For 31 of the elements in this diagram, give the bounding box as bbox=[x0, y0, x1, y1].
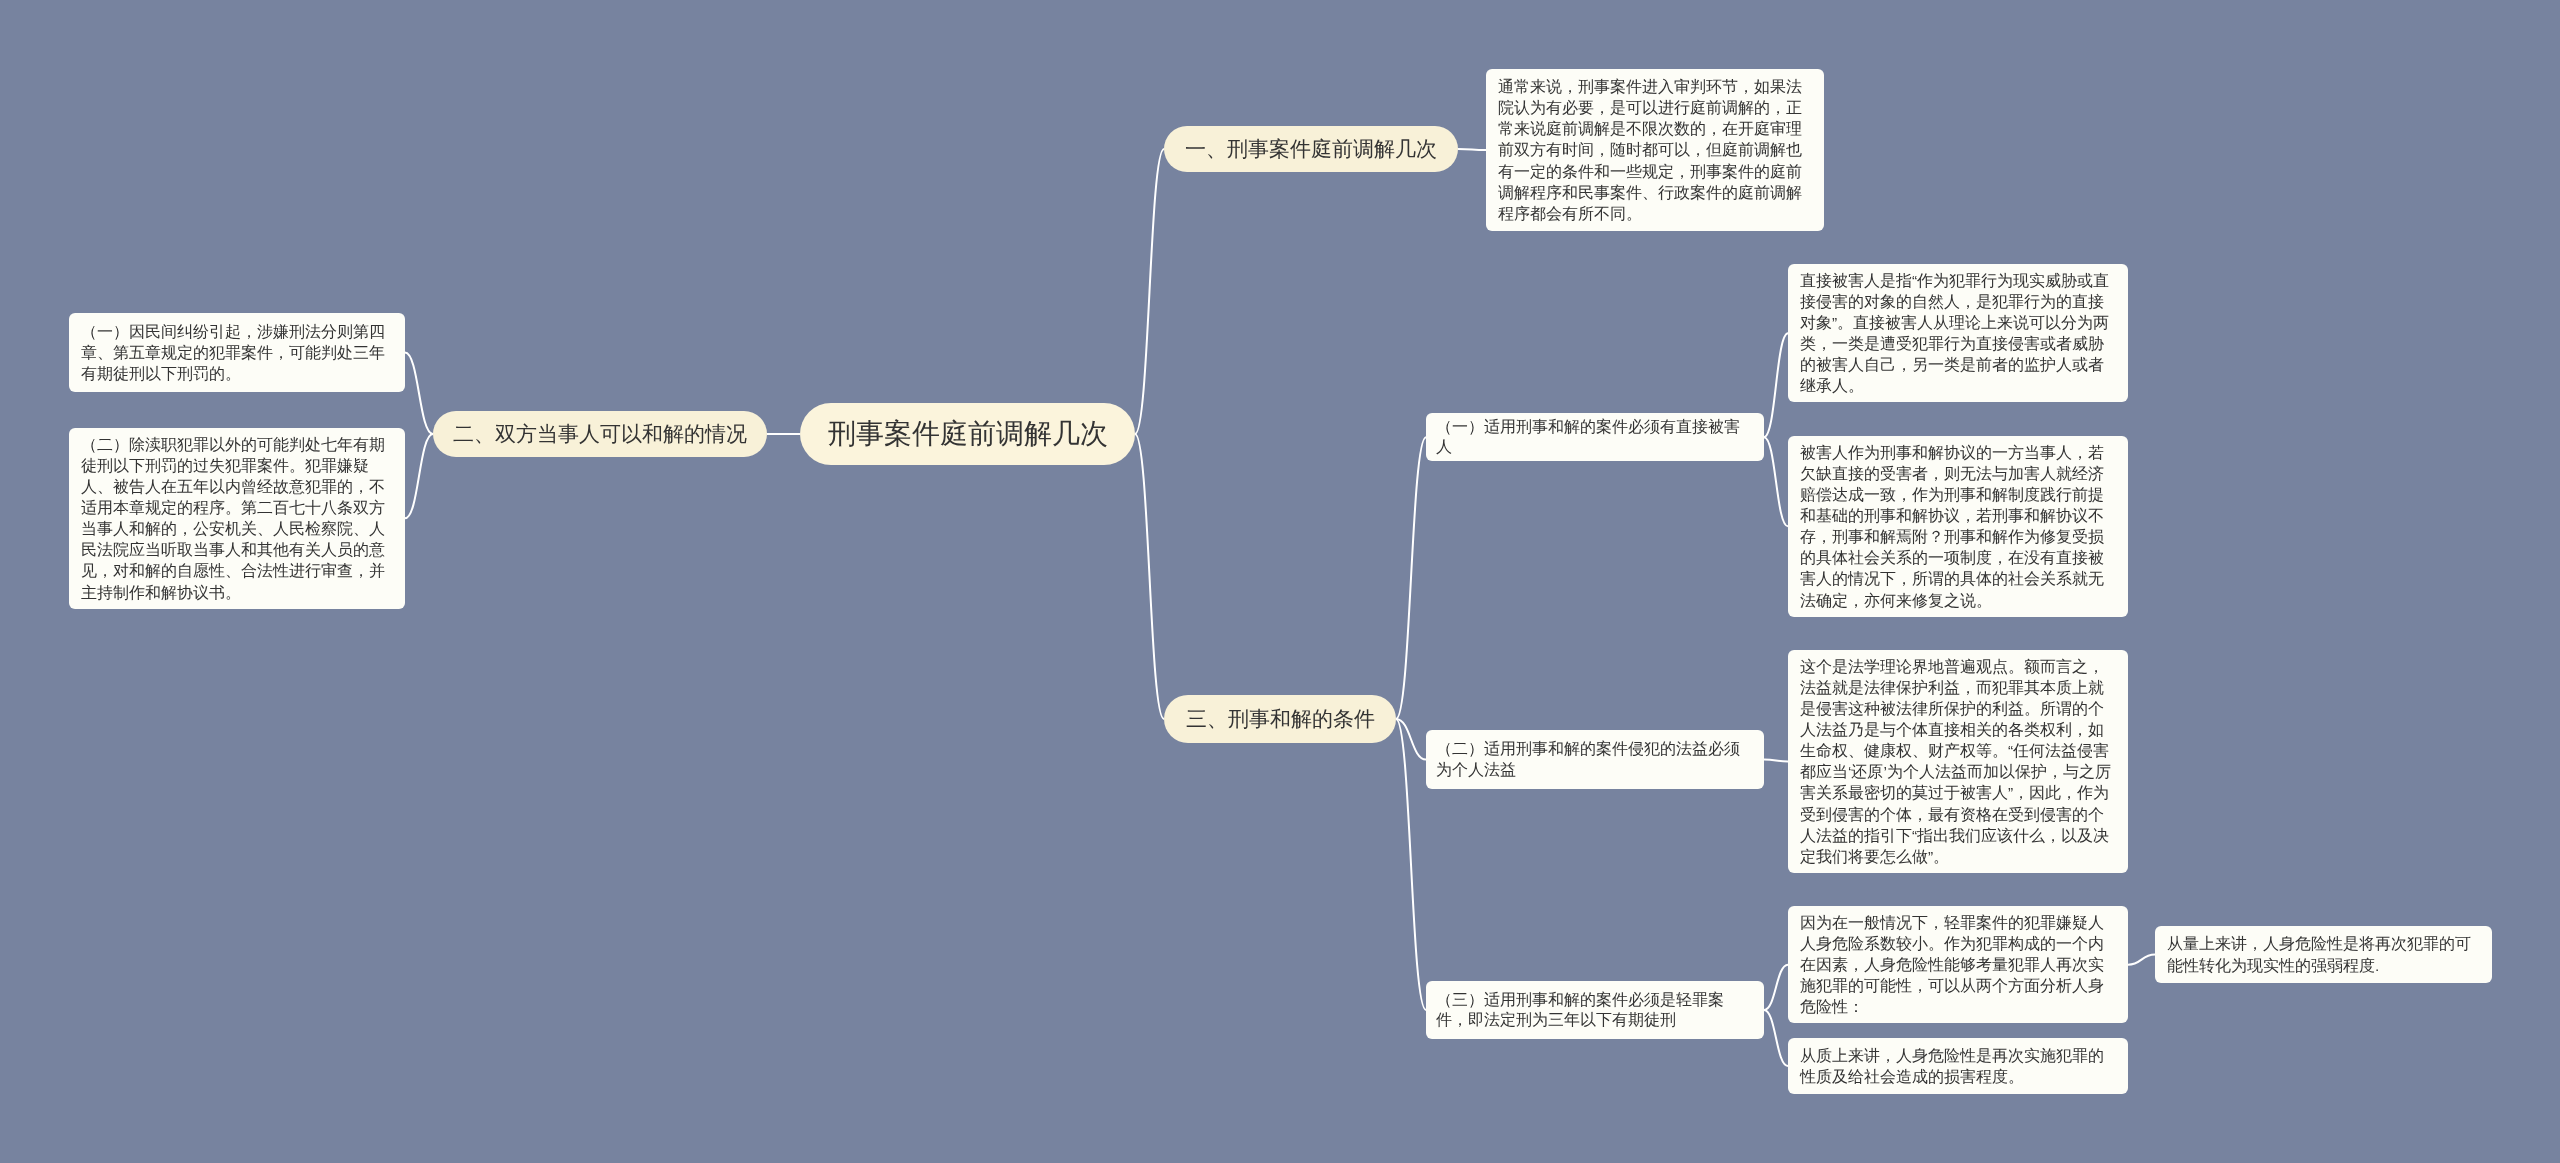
connector-line bbox=[1763, 332, 1789, 439]
connector-line bbox=[1763, 1009, 1789, 1067]
connector-line bbox=[1457, 148, 1487, 151]
note-card: 这个是法学理论界地普遍观点。额而言之，法益就是法律保护利益，而犯罪其本质上就是侵害这种被法律所保护的利益。所谓的个人法益乃是与个体直接相关的各类权利，如生命权、健康权、财产权等。“任何法益侵害都应当‘还原’为个人法益而加以保护，与之厉害关系最密切的莫过于被害人”，因此，作为受到侵害的个体，最有资格在受到侵害的个人法益的指引下“指出我们应该什么，以及决定我们将要怎么做”。 bbox=[1788, 650, 2128, 873]
connector-line bbox=[1763, 436, 1789, 528]
note-card: 被害人作为刑事和解协议的一方当事人，若欠缺直接的受害者，则无法与加害人就经济赔偿达成一致，作为刑事和解制度践行前提和基础的刑事和解协议，若刑事和解协议不存，刑事和解焉附？刑事和解作为修复受损的具体社会关系的一项制度，在没有直接被害人的情况下，所谓的具体的社会关系就无法确定，亦何来修复之说。 bbox=[1788, 436, 2128, 617]
connector-line bbox=[1763, 963, 1789, 1011]
connector-line bbox=[1763, 758, 1789, 763]
topic-pill: 一、刑事案件庭前调解几次 bbox=[1164, 126, 1458, 172]
connector-line bbox=[766, 433, 801, 435]
note-card: （二）除渎职犯罪以外的可能判处七年有期徒刑以下刑罚的过失犯罪案件。犯罪嫌疑人、被告人在五年以内曾经故意犯罪的，不适用本章规定的程序。第二百七十八条双方当事人和解的，公安机关、人民检察院、人民法院应当听取当事人和其他有关人员的意见，对和解的自愿性、合法性进行审查，并主持制作和解协议书。 bbox=[69, 428, 405, 609]
connector-line bbox=[1134, 433, 1165, 720]
note-card: （一）因民间纠纷引起，涉嫌刑法分则第四章、第五章规定的犯罪案件，可能判处三年有期徒刑以下刑罚的。 bbox=[69, 313, 405, 392]
note-card: 从量上来讲，人身危险性是将再次犯罪的可能性转化为现实性的强弱程度. bbox=[2155, 926, 2492, 983]
connector-line bbox=[1395, 436, 1427, 720]
topic-pill: 三、刑事和解的条件 bbox=[1164, 695, 1396, 743]
note-card: 通常来说，刑事案件进入审判环节，如果法院认为有必要，是可以进行庭前调解的，正常来说庭前调解是不限次数的，在开庭审理前双方有时间，随时都可以，但庭前调解也有一定的条件和一些规定，刑事案件的庭前调解程序和民事案件、行政案件的庭前调解程序都会有所不同。 bbox=[1486, 69, 1824, 231]
subtopic-box: （二）适用刑事和解的案件侵犯的法益必须为个人法益 bbox=[1426, 730, 1764, 789]
connector-line bbox=[1134, 148, 1165, 435]
subtopic-box: （一）适用刑事和解的案件必须有直接被害人 bbox=[1426, 413, 1764, 462]
connector-line bbox=[404, 351, 434, 435]
topic-pill: 二、双方当事人可以和解的情况 bbox=[433, 411, 767, 457]
note-card: 直接被害人是指“作为犯罪行为现实威胁或直接侵害的对象的自然人，是犯罪行为的直接对象”。直接被害人从理论上来说可以分为两类，一类是遭受犯罪行为直接侵害或者威胁的被害人自己，另一类是前者的监护人或者继承人。 bbox=[1788, 264, 2128, 403]
connector-line bbox=[2127, 953, 2156, 966]
subtopic-box: （三）适用刑事和解的案件必须是轻罪案件，即法定刑为三年以下有期徒刑 bbox=[1426, 981, 1764, 1039]
connector-line bbox=[404, 433, 434, 520]
note-card: 因为在一般情况下，轻罪案件的犯罪嫌疑人人身危险系数较小。作为犯罪构成的一个内在因素，人身危险性能够考量犯罪人再次实施犯罪的可能性，可以从两个方面分析人身危险性： bbox=[1788, 906, 2128, 1024]
central-topic: 刑事案件庭前调解几次 bbox=[800, 403, 1135, 465]
connector-line bbox=[1395, 718, 1427, 761]
note-card: 从质上来讲，人身危险性是再次实施犯罪的性质及给社会造成的损害程度。 bbox=[1788, 1038, 2128, 1094]
connector-line bbox=[1395, 718, 1427, 1011]
